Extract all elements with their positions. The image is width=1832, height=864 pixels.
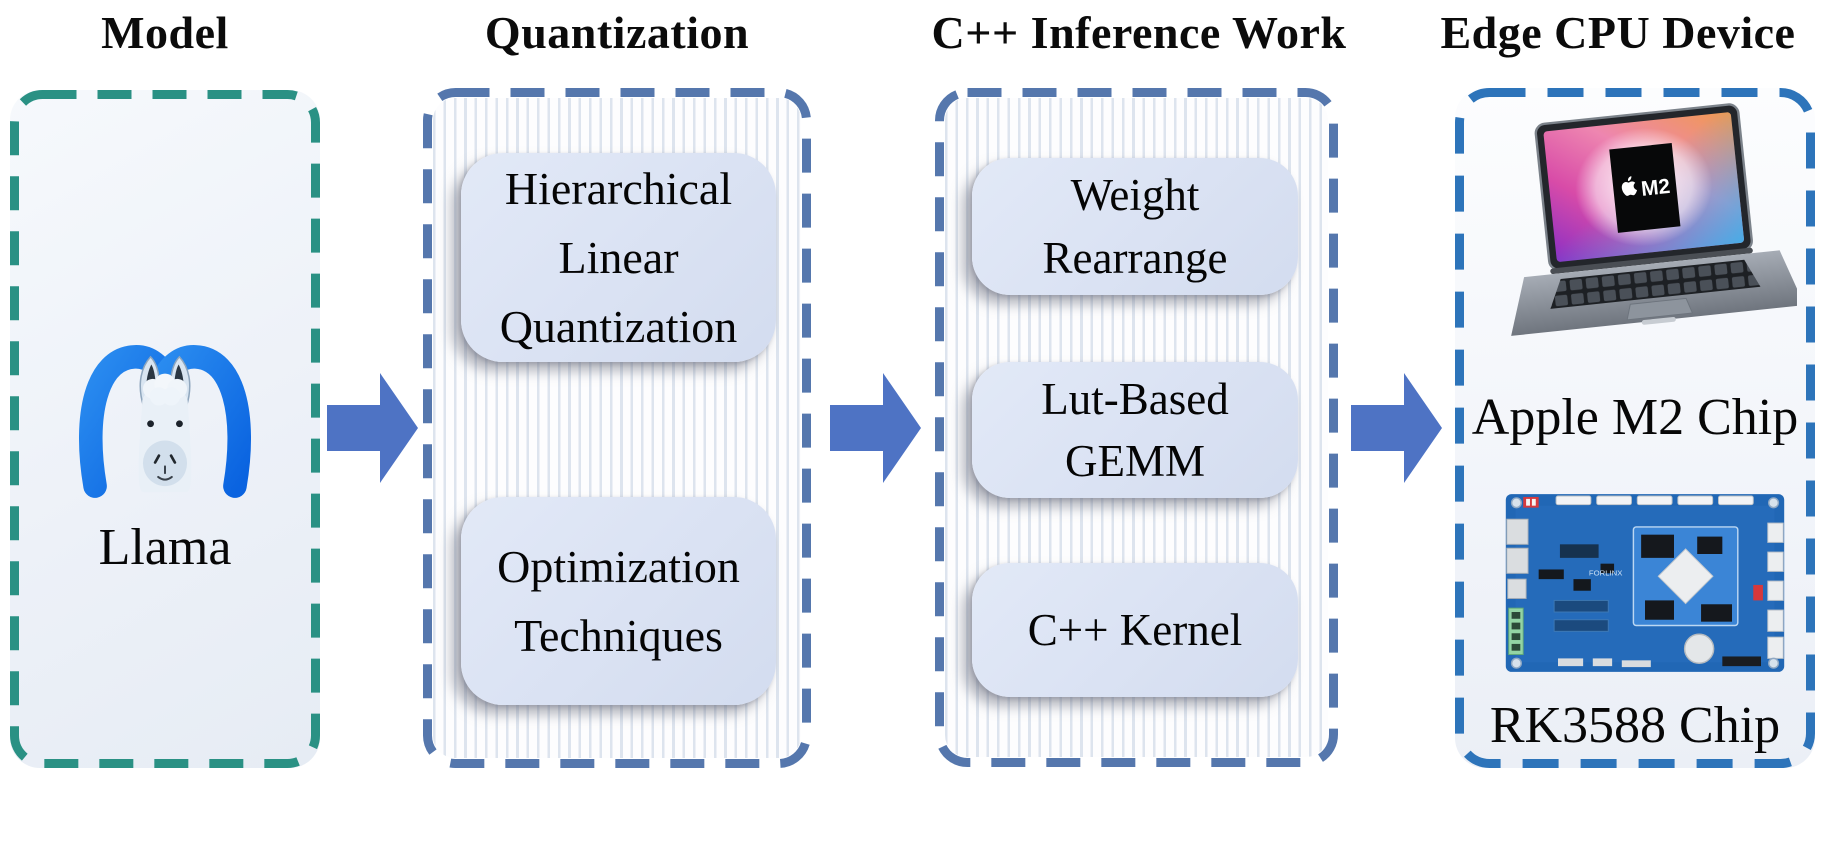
column-header-inference: C++ Inference Work: [931, 7, 1347, 58]
device-label-rk3588: RK3588 Chip: [1489, 697, 1781, 754]
edge-device-panel: M2 Apple M2 Chip: [1455, 88, 1815, 768]
arrow-inference-to-edge-icon: [1351, 373, 1442, 483]
quantization-panel: Hierarchical Linear Quantization Optimiz…: [423, 88, 811, 768]
arrow-model-to-quantization-icon: [327, 373, 418, 483]
quantization-step-box: Hierarchical Linear Quantization: [461, 153, 776, 362]
rk3588-board-image: FORLINX: [1505, 494, 1785, 672]
quantization-step-box: Optimization Techniques: [461, 497, 776, 705]
inference-step-box: Lut-Based GEMM: [972, 362, 1298, 498]
apple-logo-icon: [1621, 176, 1638, 196]
column-header-quantization: Quantization: [484, 7, 750, 58]
llama-head: [138, 355, 192, 493]
arrow-quantization-to-inference-icon: [830, 373, 921, 483]
board-brand-label: FORLINX: [1589, 568, 1622, 577]
inference-panel: Weight Rearrange Lut-Based GEMM C++ Kern…: [935, 88, 1338, 767]
inference-step-box: C++ Kernel: [972, 563, 1298, 697]
model-name-label: Llama: [98, 519, 232, 576]
column-header-model: Model: [101, 7, 229, 58]
llama-meta-logo-icon: [78, 345, 252, 498]
device-label-apple-m2: Apple M2 Chip: [1471, 389, 1799, 446]
model-panel: Llama: [10, 90, 320, 768]
column-header-edge-device: Edge CPU Device: [1440, 7, 1796, 58]
inference-step-box: Weight Rearrange: [972, 158, 1298, 295]
screen-chip-label: M2: [1640, 175, 1671, 201]
macbook-m2-image: M2: [1511, 103, 1797, 336]
